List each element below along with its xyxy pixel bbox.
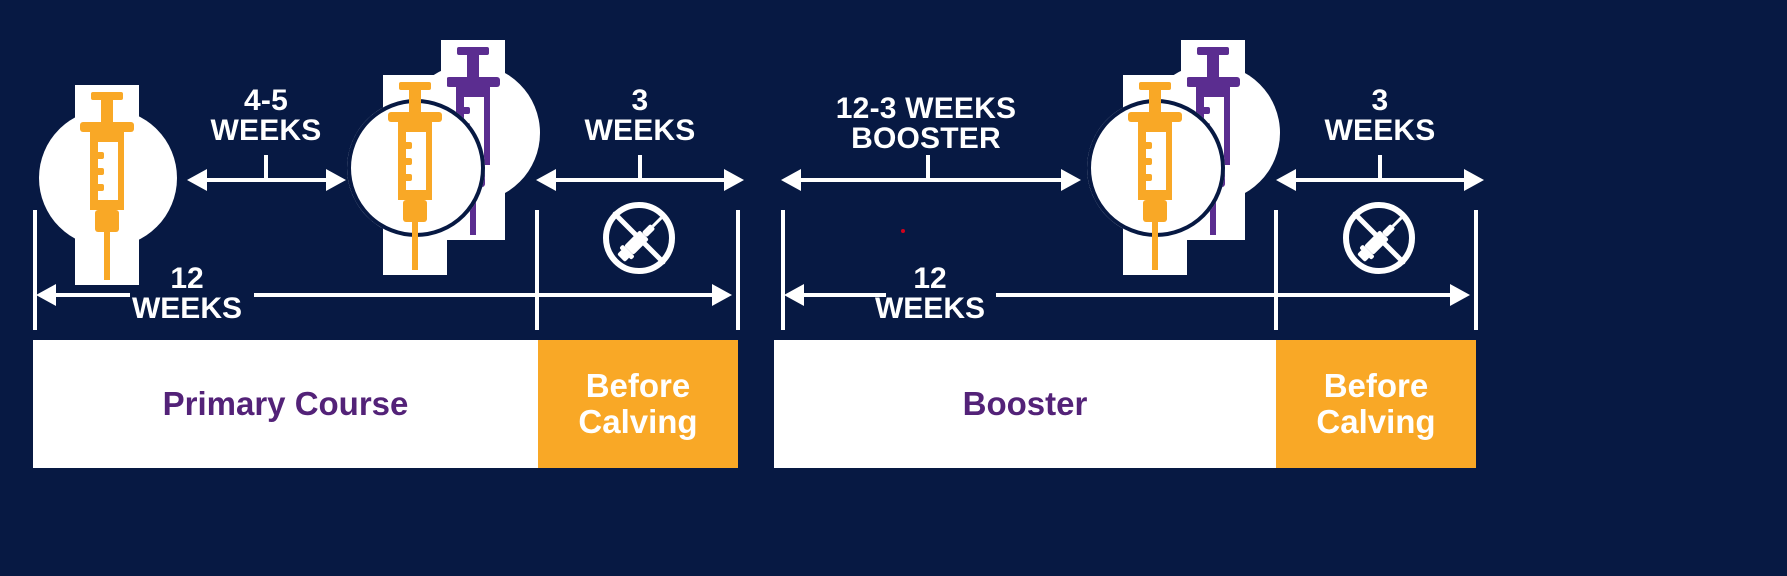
span-tick-mid (535, 210, 539, 330)
span-tick-end (1474, 210, 1478, 330)
span-arrow-line-right (996, 293, 1458, 297)
gap-arrow-head-right (724, 169, 744, 191)
span-arrow-line-left (796, 293, 886, 297)
gap-tick (1378, 155, 1382, 181)
span-arrow-line-right (254, 293, 720, 297)
syringe-orange-glyph (388, 82, 442, 270)
syringe-double-orange-purple-icon (345, 28, 540, 288)
span-arrow-head-right (712, 284, 732, 306)
gap-tick (638, 155, 642, 181)
gap-arrow-line (548, 178, 732, 182)
gap-arrow-head-right (1061, 169, 1081, 191)
span-label-12-weeks: 12 WEEKS (874, 262, 985, 325)
span-tick-start (781, 210, 785, 330)
no-syringe-glyph (1343, 202, 1415, 274)
bar-row-booster: Booster Before Calving (774, 340, 1476, 468)
gap-label-3-weeks: 3 WEEKS (584, 84, 696, 147)
bar-before-calving[interactable]: Before Calving (1276, 340, 1476, 468)
span-arrow-head-left (784, 284, 804, 306)
gap-arrow-line (793, 178, 1069, 182)
gap-arrow-head-right (1464, 169, 1484, 191)
gap-arrow-head-left (1276, 169, 1296, 191)
gap-arrow-head-left (781, 169, 801, 191)
span-tick-mid (1274, 210, 1278, 330)
gap-tick (926, 155, 930, 181)
no-syringe-glyph (603, 202, 675, 274)
syringe-orange-glyph (80, 92, 134, 280)
no-syringe-icon (598, 197, 680, 279)
span-arrow-head-left (36, 284, 56, 306)
bar-row-primary: Primary Course Before Calving (33, 340, 738, 468)
syringe-single-orange-icon (33, 60, 183, 285)
gap-arrow-line (199, 178, 334, 182)
syringe-double-orange-purple-icon (1085, 28, 1280, 288)
gap-arrow-head-left (536, 169, 556, 191)
span-arrow-head-right (1450, 284, 1470, 306)
gap-label-12-3-weeks-booster: 12-3 WEEKS BOOSTER (835, 92, 1017, 155)
gap-arrow-head-right (326, 169, 346, 191)
gap-arrow-line (1288, 178, 1472, 182)
red-dot-marker (901, 229, 905, 233)
span-label-12-weeks: 12 WEEKS (131, 262, 242, 325)
no-syringe-icon (1338, 197, 1420, 279)
syringe-orange-glyph (1128, 82, 1182, 270)
bar-before-calving[interactable]: Before Calving (538, 340, 738, 468)
gap-tick (264, 155, 268, 181)
span-tick-end (736, 210, 740, 330)
bar-booster[interactable]: Booster (774, 340, 1276, 468)
span-arrow-line-left (48, 293, 130, 297)
gap-label-3-weeks: 3 WEEKS (1324, 84, 1436, 147)
gap-arrow-head-left (187, 169, 207, 191)
gap-label-4-5-weeks: 4-5 WEEKS (210, 84, 322, 147)
span-tick-start (33, 210, 37, 330)
bar-primary-course[interactable]: Primary Course (33, 340, 538, 468)
